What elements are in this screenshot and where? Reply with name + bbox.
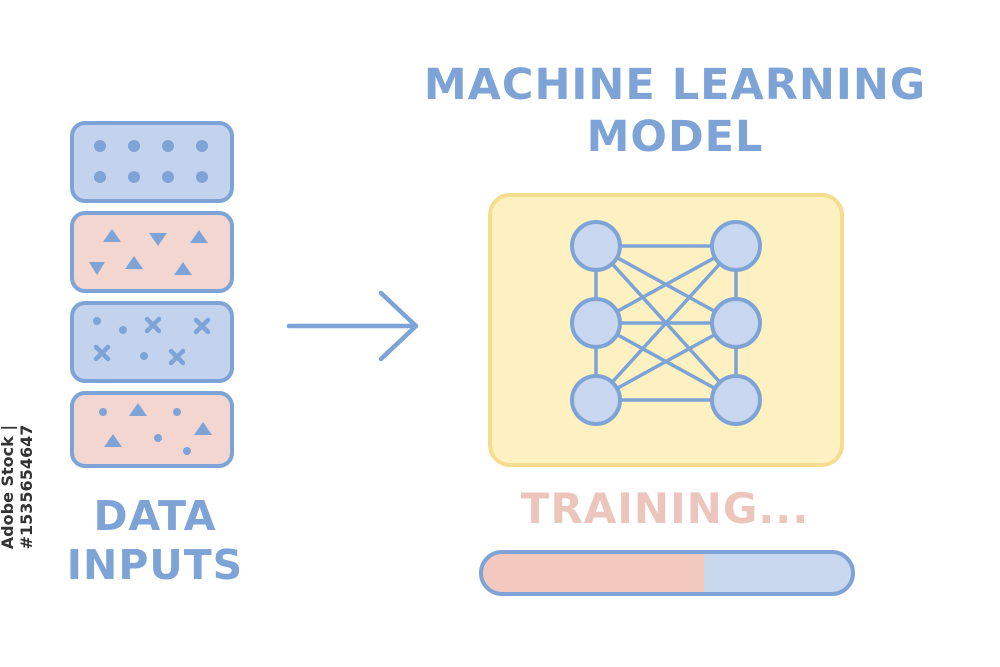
model-title: MACHINE LEARNING MODEL	[405, 60, 945, 163]
stock-watermark: Adobe Stock | #1535654647	[0, 424, 36, 550]
training-status-label: TRAINING...	[520, 484, 810, 533]
data-block-3	[70, 301, 234, 383]
cross-pattern	[93, 316, 211, 366]
network-node	[710, 297, 762, 349]
training-progress-bar	[479, 550, 855, 596]
data-inputs-title-line-2: INPUTS	[66, 541, 244, 590]
data-block-4	[70, 391, 234, 468]
data-block-2	[70, 211, 234, 293]
dot-pattern	[93, 317, 148, 360]
data-block-1	[70, 121, 234, 203]
model-title-line-2: MODEL	[586, 111, 764, 162]
progress-fill	[481, 552, 705, 594]
neural-network-icon	[570, 220, 762, 426]
network-node	[570, 297, 622, 349]
network-node	[570, 220, 622, 272]
data-inputs-title-line-1: DATA	[93, 492, 217, 540]
mixed-pattern	[99, 403, 212, 455]
data-inputs-title: DATA INPUTS	[40, 492, 270, 590]
network-node	[570, 374, 622, 426]
model-title-line-1: MACHINE LEARNING	[423, 60, 927, 110]
arrow-right-icon	[286, 290, 419, 362]
network-node	[710, 374, 762, 426]
network-node	[710, 220, 762, 272]
data-inputs-stack	[70, 121, 234, 468]
triangle-pattern	[89, 229, 208, 275]
model-box	[488, 193, 844, 467]
dot-pattern	[94, 140, 208, 183]
